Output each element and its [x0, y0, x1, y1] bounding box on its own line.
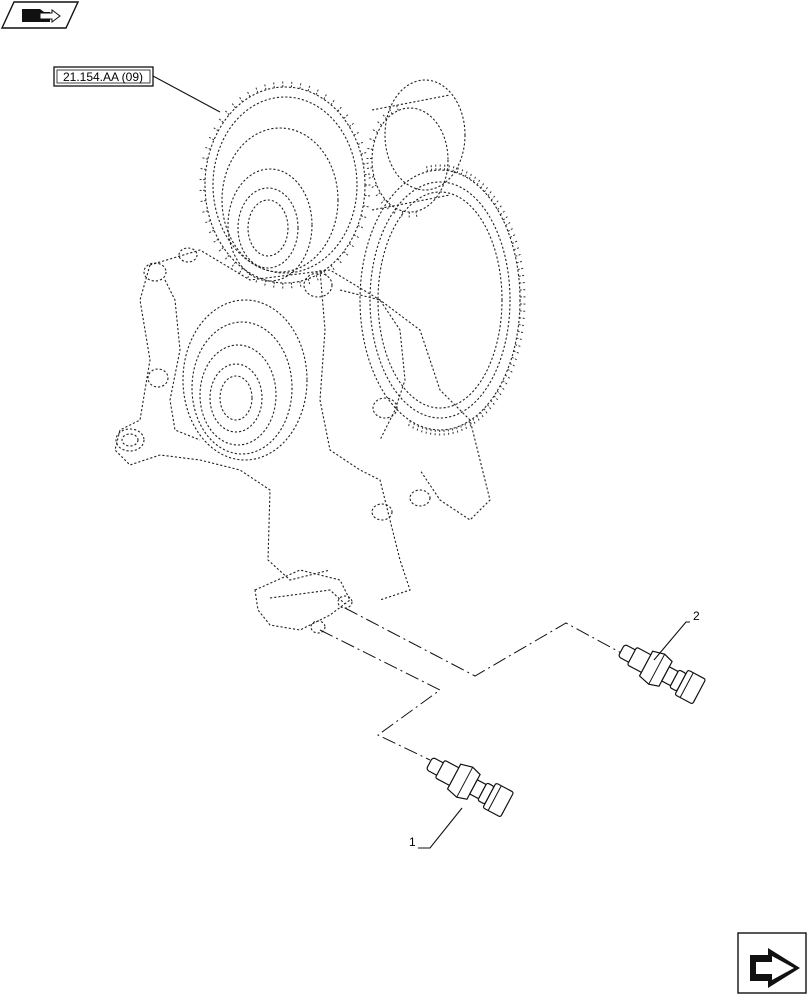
installation-lines	[319, 607, 626, 761]
lower-pulley-outline	[182, 299, 308, 461]
book-arrow-icon[interactable]	[0, 1, 80, 29]
callout-2-number: 2	[693, 609, 700, 623]
part-2-temperature-sender[interactable]	[613, 635, 707, 706]
reference-link[interactable]: 21.154.AA (09)	[53, 66, 154, 87]
navigate-next-arrow-icon[interactable]	[737, 932, 807, 994]
part-1-pressure-sender[interactable]	[421, 748, 515, 819]
gear-teeth	[198, 80, 527, 438]
reference-label: 21.154.AA (09)	[63, 70, 143, 84]
reference-leader	[152, 75, 221, 113]
housing-frame-outline	[149, 249, 491, 521]
large-gear-outline	[359, 169, 521, 431]
callout-2[interactable]: 2	[653, 609, 700, 661]
center-line-part-2	[344, 607, 626, 677]
sender-bracket-outline	[254, 569, 351, 631]
center-line-part-1	[319, 629, 441, 761]
gear-housing-assembly	[114, 79, 521, 634]
callout-1[interactable]: 1	[409, 807, 463, 849]
top-hub-outline	[384, 79, 466, 191]
callout-1-number: 1	[409, 835, 416, 849]
upper-gear-outline	[204, 86, 366, 284]
